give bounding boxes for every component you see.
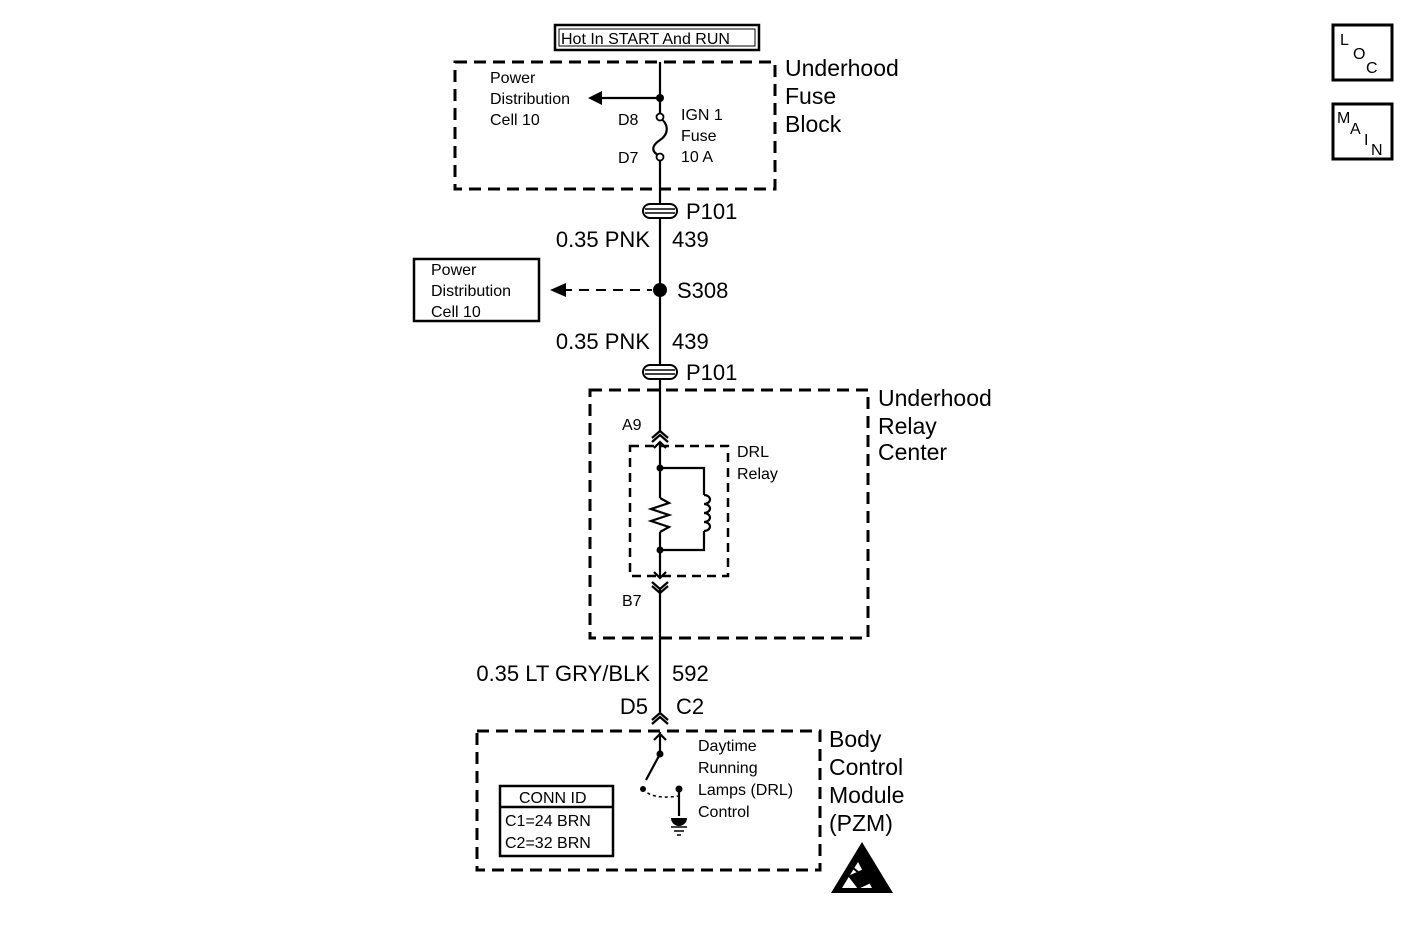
pin-b7-chevron-inner-icon [651,585,669,595]
branch-arrow-icon [588,91,602,105]
bcm-pin-d5: D5 [620,694,648,719]
wire3-gauge-color: 0.35 LT GRY/BLK [476,661,650,686]
relay-pin-b7: B7 [622,593,642,610]
drl-relay-label: DRL Relay [737,444,778,483]
switch-actuator-link [642,788,680,798]
fuse-pin-top: D8 [618,112,639,129]
relay-pin-a9: A9 [622,417,642,434]
conn-id-title: CONN ID [519,790,587,807]
connector-p101-bottom-icon [642,364,678,380]
connector-p101-top-label: P101 [686,199,737,224]
relay-coil-icon [703,493,712,533]
relay-resistor-icon [647,497,673,533]
wire2-circuit: 439 [672,329,709,354]
splice-branch-arrow-icon [550,283,566,297]
main-letter-n: N [1371,142,1383,159]
supply-label: Hot In START And RUN [561,31,730,48]
conn-id-row-c1: C1=24 BRN [505,813,591,830]
esd-warning-icon [831,842,893,893]
bcm-name: Body Control Module (PZM) [829,726,911,836]
bcm-pin-c2: C2 [676,694,704,719]
wire1-gauge-color: 0.35 PNK [556,227,650,252]
fuse-element [652,117,668,158]
splice-s308 [653,283,667,297]
wire2-gauge-color: 0.35 PNK [556,329,650,354]
coil-wire-top [660,466,706,495]
side-box-label: Power Distribution Cell 10 [431,262,515,321]
loc-button[interactable]: L O C [1331,23,1394,82]
main-letter-a: A [1350,121,1361,138]
connector-p101-top-icon [642,203,678,219]
fuse-pin-bottom: D7 [618,150,639,167]
relay-terminal-out-icon [653,571,667,580]
branch-junction [656,94,664,102]
bcm-outline [475,729,822,872]
drl-relay-outline [628,444,730,578]
main-button[interactable]: M A I N [1331,102,1394,161]
wire3-circuit: 592 [672,661,709,686]
relay-center-outline [588,388,870,640]
ground-icon [671,818,687,836]
splice-label: S308 [677,278,728,303]
pin-b7-chevron-icon [651,581,669,591]
wire1-circuit: 439 [672,227,709,252]
bcm-input-terminal-icon [653,732,667,741]
loc-letter-c: C [1366,60,1378,77]
bcm-connector-chevron-inner-icon [651,715,669,725]
pin-a9-chevron-icon [651,429,669,439]
pin-a9-chevron-inner-icon [651,433,669,443]
fuse-label: IGN 1 Fuse 10 A [681,107,727,166]
supply-label-inner [558,28,756,47]
fuse-terminal-top [655,112,665,122]
connector-p101-bottom-label: P101 [686,360,737,385]
conn-id-row-c2: C2=32 BRN [505,835,591,852]
relay-center-name: Underhood Relay Center [878,385,998,465]
fuse-block-branch-label: Power Distribution Cell 10 [490,70,574,129]
fuse-block-outline [453,60,777,191]
main-letter-i: I [1364,132,1368,149]
loc-letter-l: L [1340,32,1349,49]
side-power-distribution-box [412,257,541,323]
bcm-connector-chevron-icon [651,711,669,721]
main-letter-m: M [1337,110,1350,127]
supply-label-box [553,23,761,52]
bcm-control-label: Daytime Running Lamps (DRL) Control [698,738,798,821]
conn-id-box [498,784,615,858]
fuse-terminal-bottom [655,152,665,162]
relay-terminal-in-icon [653,440,667,449]
fuse-block-name: Underhood Fuse Block [785,55,905,137]
switch-blade [645,753,661,781]
loc-letter-o: O [1353,46,1365,63]
coil-wire-bottom [660,531,706,552]
